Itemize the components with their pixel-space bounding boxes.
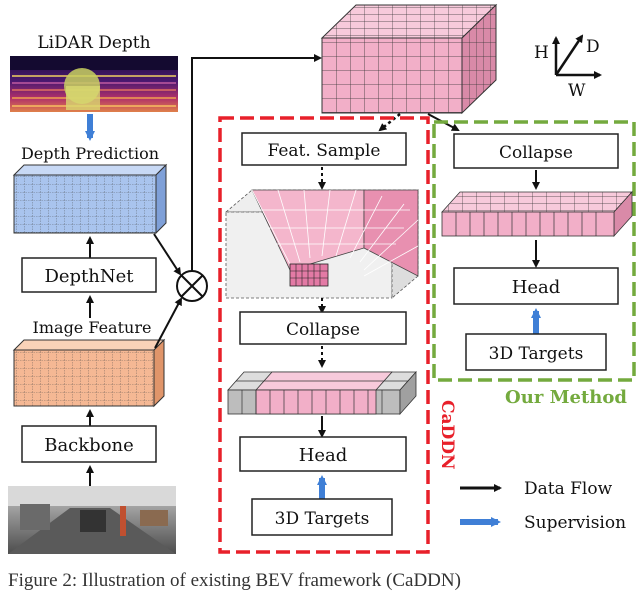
axis-h-label: H xyxy=(534,43,549,63)
axis-indicator xyxy=(552,34,602,79)
caddn-label: CaDDN xyxy=(437,400,457,470)
axis-w-label: W xyxy=(568,81,586,101)
multiply-node xyxy=(176,270,208,302)
bev-tensor-left xyxy=(227,370,417,416)
our-method-region xyxy=(432,120,636,382)
bev-tensor-right xyxy=(441,190,633,238)
depthnet-box xyxy=(21,257,157,293)
depth-prediction-tensor xyxy=(12,163,168,235)
lidar-depth-label: LiDAR Depth xyxy=(37,33,150,53)
legend: Data Flow Supervision xyxy=(460,479,626,533)
image-feature-tensor xyxy=(12,338,166,408)
legend-supervision-label: Supervision xyxy=(524,513,626,533)
our-method-label: Our Method xyxy=(505,387,627,408)
head-right-label: Head xyxy=(512,277,561,298)
caddn-region xyxy=(218,116,430,554)
axis-d-label: D xyxy=(586,37,600,57)
sampled-voxel-volume xyxy=(224,189,420,299)
feat-sample-label: Feat. Sample xyxy=(268,141,381,161)
head-left-label: Head xyxy=(299,445,348,466)
targets-left-box xyxy=(251,498,393,536)
feat-sample-box xyxy=(241,132,407,166)
depth-prediction-label: Depth Prediction xyxy=(21,144,159,163)
arrow-prediction-to-multiply xyxy=(153,233,182,276)
targets-left-label: 3D Targets xyxy=(275,509,370,529)
legend-data-flow-label: Data Flow xyxy=(524,479,613,499)
targets-right-label: 3D Targets xyxy=(489,344,584,364)
arrow-multiply-to-frustum xyxy=(191,54,322,271)
collapse-left-label: Collapse xyxy=(286,320,360,340)
figure-caption: Figure 2: Illustration of existing BEV f… xyxy=(8,570,461,591)
collapse-right-box xyxy=(453,133,619,169)
lidar-depth-image xyxy=(10,56,178,112)
frustum-feature-tensor xyxy=(320,3,498,115)
arrow-feature-to-multiply xyxy=(154,297,182,349)
collapse-left-box xyxy=(239,311,407,345)
backbone-label: Backbone xyxy=(44,435,134,456)
arrow-tensor-to-feat-sample xyxy=(378,113,401,132)
backbone-box xyxy=(21,425,157,463)
depthnet-label: DepthNet xyxy=(44,266,134,287)
head-left-box xyxy=(239,436,407,472)
image-feature-label: Image Feature xyxy=(33,318,152,337)
camera-image xyxy=(8,486,176,554)
head-right-box xyxy=(453,267,619,305)
collapse-right-label: Collapse xyxy=(499,143,573,163)
targets-right-box xyxy=(465,333,607,371)
